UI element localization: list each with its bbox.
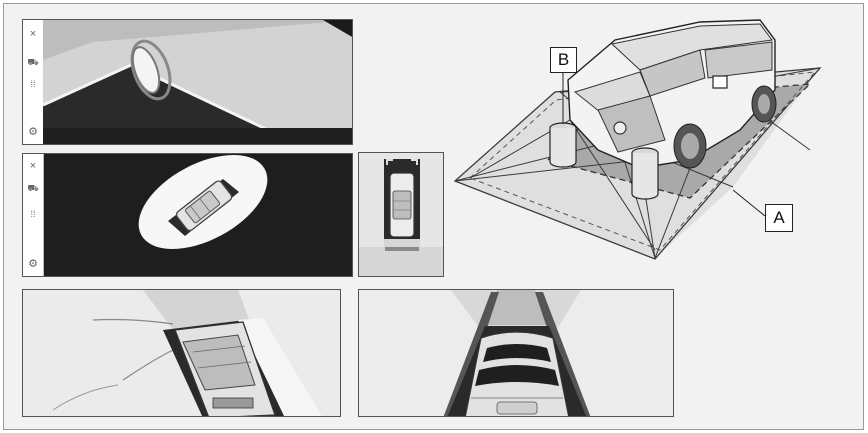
panel-forward-view: [358, 289, 674, 417]
panel-panoramic-view: × ⛟ ⁞⁞ ⚙: [22, 153, 353, 277]
panel-top-down-view: [358, 152, 444, 277]
panel-rear-overhead-view: [22, 289, 341, 417]
panel-side-camera-closeup: × ⛟ ⁞⁞ ⚙: [22, 19, 353, 145]
callout-b: B: [550, 47, 577, 73]
callout-a: A: [765, 204, 793, 232]
top-down-image: [359, 153, 444, 277]
rear-overhead-image: [23, 290, 341, 417]
forward-view-image: [359, 290, 674, 417]
panoramic-image: [23, 154, 353, 277]
closeup-camera-image: [23, 20, 353, 145]
vehicle-hood-view: [465, 332, 569, 417]
